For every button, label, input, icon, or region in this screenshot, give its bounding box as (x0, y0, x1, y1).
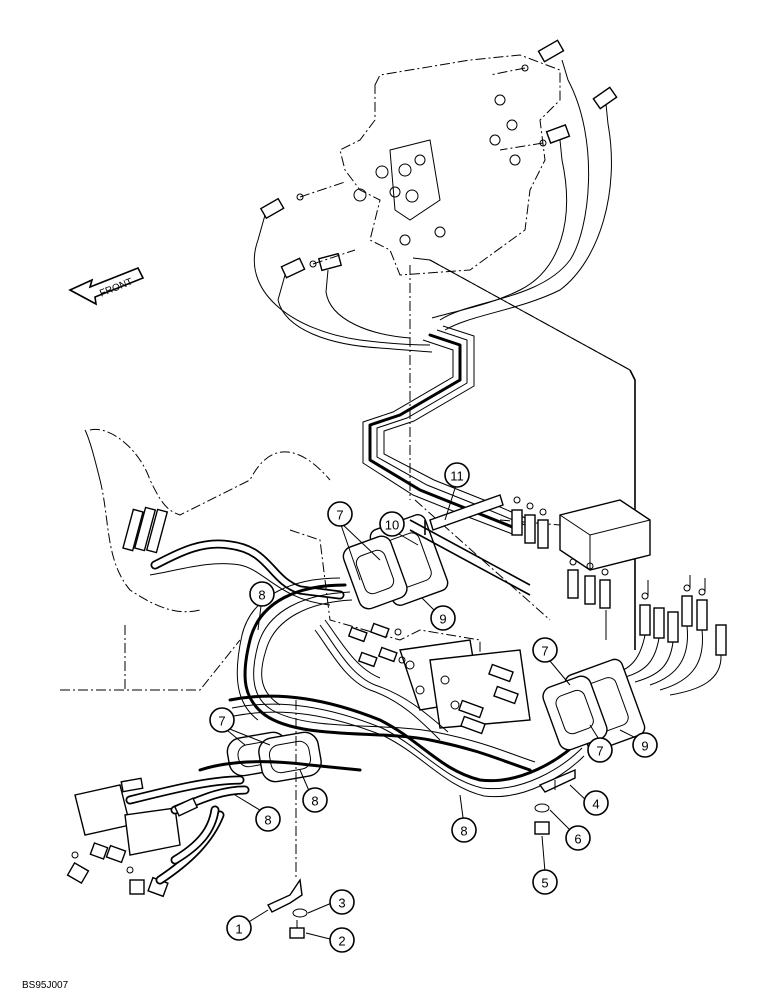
svg-text:7: 7 (541, 644, 548, 659)
callout-3: 3 (329, 889, 355, 915)
callout-8-left: 8 (249, 581, 275, 607)
callout-6: 6 (565, 825, 591, 851)
left-upper-fittings (122, 506, 345, 606)
lower-left-blocks (66, 775, 250, 898)
callout-10: 10 (379, 511, 405, 537)
svg-text:6: 6 (574, 832, 581, 847)
svg-text:8: 8 (258, 588, 265, 603)
callout-1: 1 (226, 915, 252, 941)
svg-text:8: 8 (264, 813, 271, 828)
svg-text:3: 3 (338, 896, 345, 911)
front-arrow: FRONT (68, 266, 145, 306)
drawing-code: BS95J007 (22, 980, 69, 991)
svg-text:10: 10 (385, 518, 399, 533)
callout-4: 4 (583, 790, 609, 816)
callout-7-right-bottom: 7 (587, 737, 613, 763)
right-manifold (499, 499, 651, 571)
svg-text:5: 5 (541, 876, 548, 891)
control-valve (339, 54, 561, 276)
central-hose-bundle (228, 577, 585, 798)
front-label: FRONT (98, 276, 134, 299)
center-fittings (314, 619, 519, 741)
pilot-hoses-upper (253, 79, 612, 353)
callout-7-upper: 7 (327, 501, 353, 527)
callout-9-upper: 9 (430, 605, 456, 631)
svg-text:8: 8 (460, 824, 467, 839)
bracket-hardware-left (267, 700, 308, 939)
svg-text:8: 8 (311, 794, 318, 809)
clamp-pair-upper (342, 514, 449, 610)
tube-bundle (362, 325, 531, 536)
svg-text:11: 11 (450, 469, 464, 484)
left-component-outline (60, 428, 331, 691)
callout-8-lower-left: 8 (255, 806, 281, 832)
svg-text:7: 7 (336, 508, 343, 523)
callout-2: 2 (329, 927, 355, 953)
clamp-pair-right (542, 658, 646, 752)
right-hoses (609, 625, 722, 696)
callout-11: 11 (444, 462, 470, 488)
svg-text:7: 7 (596, 744, 603, 759)
callout-8-bottom: 8 (451, 817, 477, 843)
svg-text:9: 9 (641, 739, 648, 754)
svg-text:9: 9 (439, 612, 446, 627)
svg-text:4: 4 (592, 797, 599, 812)
svg-text:7: 7 (218, 714, 225, 729)
bracket-hardware-right (534, 768, 576, 835)
clamp-pair-lower (198, 731, 362, 783)
callout-7-lower-left: 7 (209, 707, 235, 733)
callout-8-center: 8 (302, 787, 328, 813)
svg-text:2: 2 (338, 934, 345, 949)
callout-5: 5 (532, 869, 558, 895)
bar-part (429, 494, 504, 531)
hose-rod (409, 519, 531, 596)
valve-fittings (257, 39, 618, 301)
right-fittings-upper (511, 496, 727, 656)
svg-text:1: 1 (235, 922, 242, 937)
callout-7-right-top: 7 (532, 637, 558, 663)
callout-9-right: 9 (632, 732, 658, 758)
